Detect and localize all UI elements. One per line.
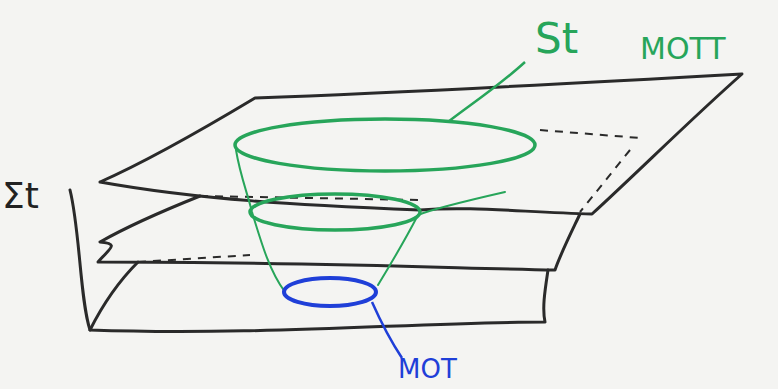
tube-wall	[378, 192, 505, 285]
slice-edge	[70, 190, 90, 330]
bottom-slice	[90, 262, 548, 331]
tube-wall	[236, 150, 285, 292]
top-slice	[100, 74, 742, 214]
slice-label: Σt	[2, 178, 39, 214]
mott-surface	[235, 119, 535, 171]
hidden-edge	[580, 150, 630, 212]
surface-label: St	[535, 18, 578, 60]
mot-label: MOT	[398, 356, 457, 382]
leader-line	[448, 62, 525, 122]
mot-surface	[284, 278, 376, 306]
leader-line	[372, 302, 402, 358]
hidden-edge	[138, 255, 250, 262]
tube-label: MOTT	[640, 34, 726, 64]
middle-slice	[98, 196, 580, 270]
hidden-edge	[540, 130, 640, 138]
mott-surface	[250, 194, 420, 230]
